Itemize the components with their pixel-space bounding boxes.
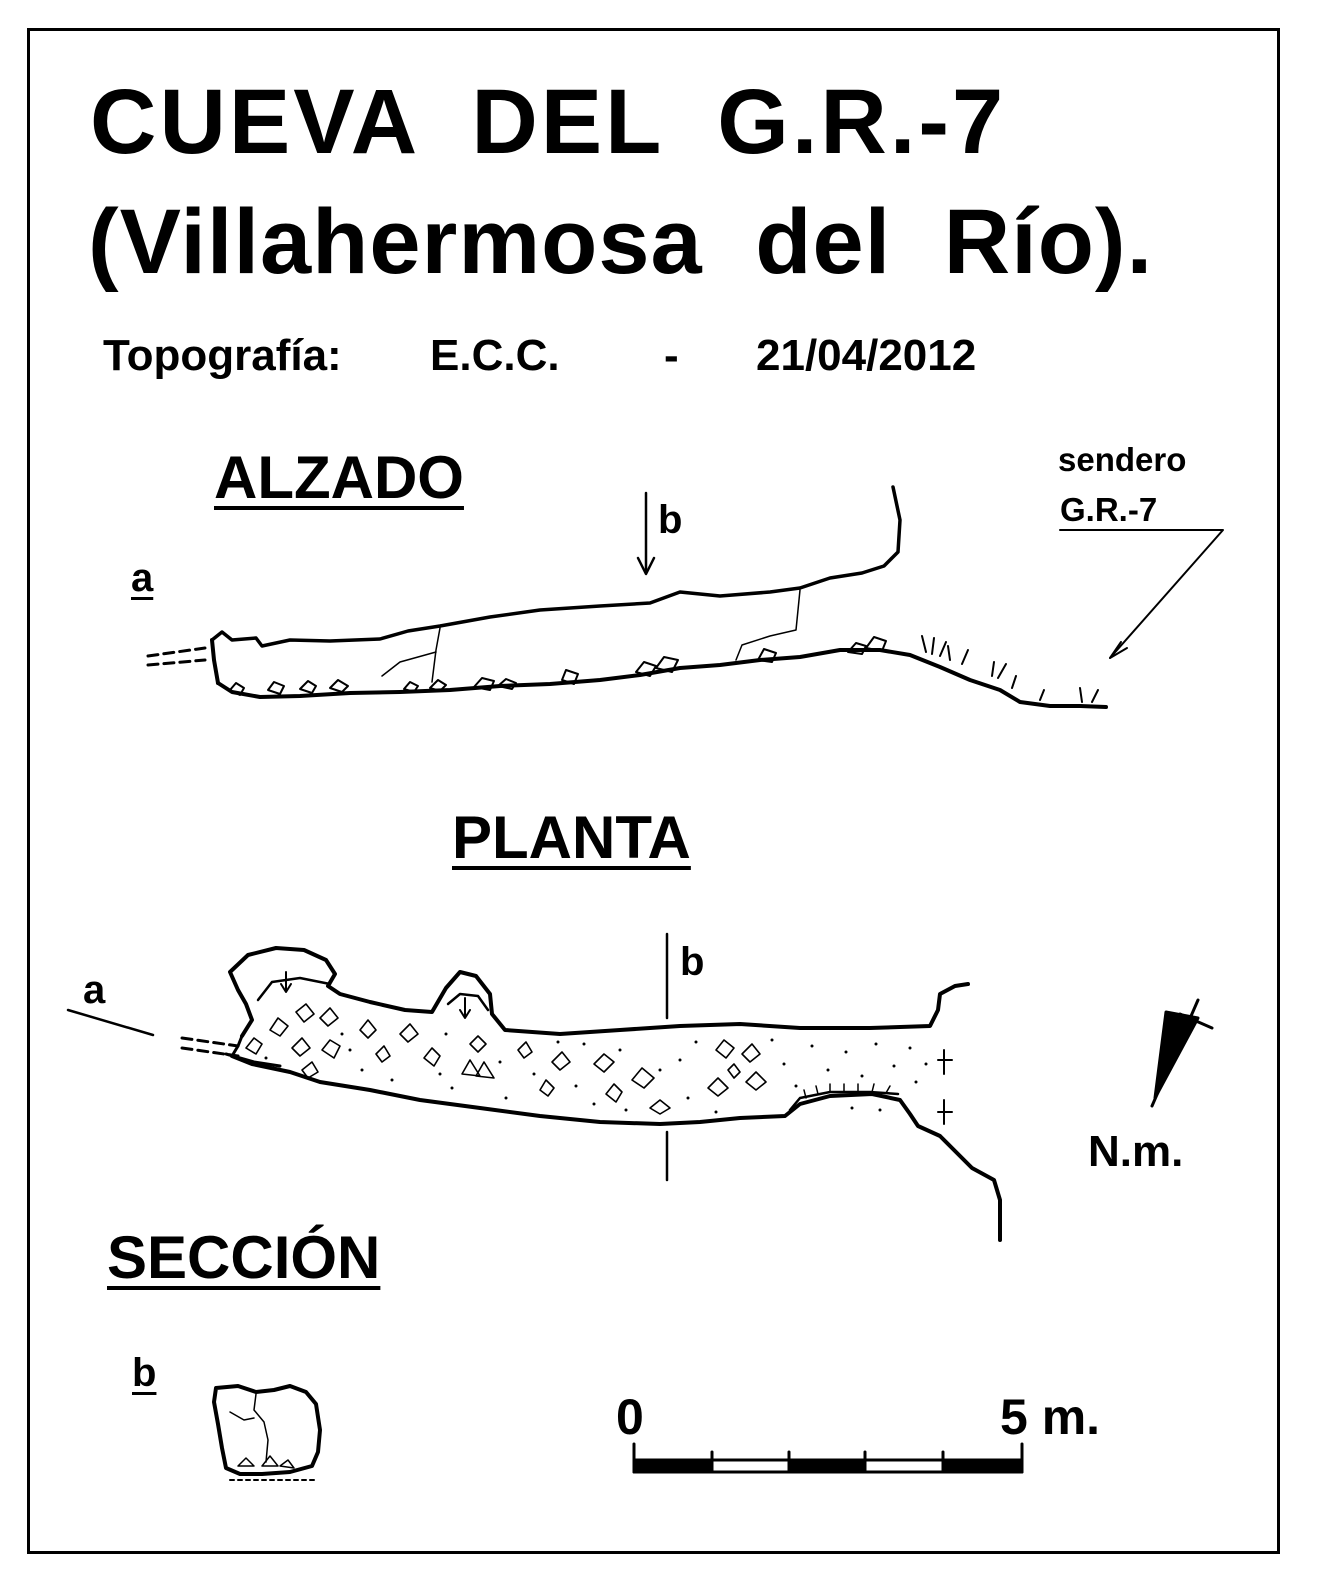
heading-plan: PLANTA	[452, 804, 691, 871]
cross-section-profile	[212, 1384, 322, 1481]
elevation-label-a: a	[131, 556, 154, 600]
trail-label-line-1: sendero	[1058, 441, 1187, 478]
plan-outline	[66, 932, 1002, 1242]
scale-bar	[632, 1442, 1024, 1474]
elevation-profile	[146, 485, 1224, 709]
heading-cross-section: SECCIÓN	[107, 1224, 381, 1291]
plan-floor-fill	[245, 1003, 767, 1115]
trail-label-line-2: G.R.-7	[1060, 491, 1158, 528]
plan-sediment-dots	[264, 1032, 928, 1114]
plan-label-a: a	[83, 968, 106, 1012]
heading-elevation: ALZADO	[214, 444, 464, 511]
survey-separator: -	[664, 331, 679, 380]
scale-end-label: 5 m.	[1000, 1389, 1101, 1445]
title-line-2: (Villahermosa del Río).	[88, 191, 1154, 293]
map-frame	[27, 28, 1280, 1554]
survey-author: E.C.C.	[430, 331, 560, 380]
title-line-1: CUEVA DEL G.R.-7	[90, 71, 1007, 173]
north-label: N.m.	[1088, 1127, 1184, 1176]
north-arrow	[1150, 998, 1214, 1108]
survey-label: Topografía:	[103, 331, 342, 380]
scale-start-label: 0	[616, 1389, 644, 1445]
survey-date: 21/04/2012	[756, 331, 977, 380]
section-label-b: b	[132, 1351, 157, 1395]
plan-label-b: b	[680, 940, 705, 984]
elevation-label-b: b	[658, 498, 683, 542]
